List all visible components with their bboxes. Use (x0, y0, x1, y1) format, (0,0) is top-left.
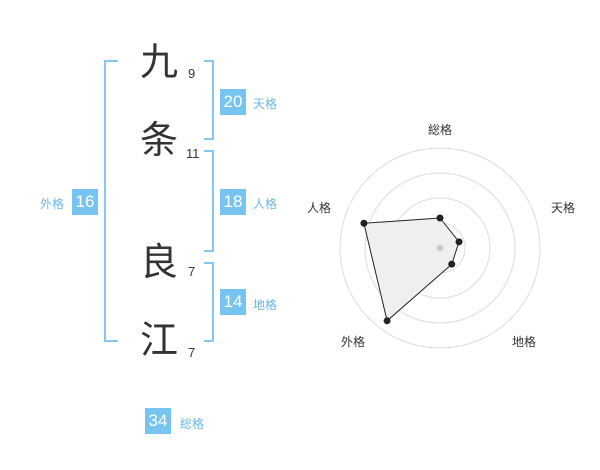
stroke-count-4: 7 (188, 345, 196, 360)
stroke-count-3: 7 (188, 264, 196, 279)
radar-point (383, 317, 391, 325)
radar-point (436, 214, 444, 222)
stroke-count-1: 9 (188, 66, 196, 81)
radar-point (360, 219, 368, 227)
radar-ring (339, 147, 541, 349)
name-char-4: 江 (140, 318, 179, 362)
tenkaku-label: 天格 (253, 97, 278, 111)
chikaku-bracket (204, 262, 214, 342)
radar-label-tenkaku: 天格 (551, 200, 575, 215)
radar-center-dot (436, 244, 444, 252)
gaikaku-value: 16 (72, 189, 98, 215)
jinkaku-bracket (204, 150, 214, 252)
name-char-3: 良 (140, 240, 179, 284)
chikaku-label: 地格 (253, 298, 278, 312)
jinkaku-value: 18 (220, 189, 246, 215)
radar-point (448, 260, 456, 268)
chikaku-value: 14 (220, 289, 246, 315)
tenkaku-value: 20 (220, 89, 246, 115)
stroke-count-2: 11 (186, 146, 200, 161)
radar-label-soukaku: 総格 (428, 122, 452, 137)
soukaku-value: 34 (145, 408, 171, 434)
radar-label-gaikaku: 外格 (341, 334, 365, 349)
gaikaku-bracket (104, 60, 118, 342)
name-char-2: 条 (140, 118, 179, 162)
soukaku-label: 総格 (180, 417, 205, 431)
radar-label-jinkaku: 人格 (307, 200, 331, 215)
gaikaku-label: 外格 (40, 197, 65, 211)
radar-ring (364, 172, 516, 324)
name-char-1: 九 (140, 40, 179, 84)
jinkaku-label: 人格 (253, 197, 278, 211)
radar-polygon (363, 217, 460, 322)
radar-point (455, 238, 463, 246)
radar-label-chikaku: 地格 (512, 334, 536, 349)
tenkaku-bracket (204, 60, 214, 140)
